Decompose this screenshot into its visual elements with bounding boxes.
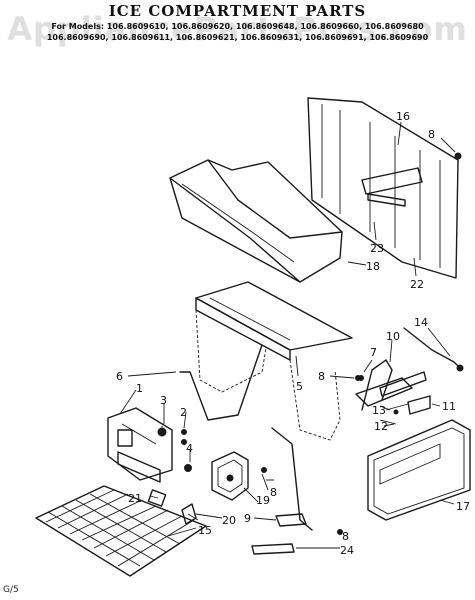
small-block-part: [147, 489, 167, 507]
callout-20: 20: [222, 514, 236, 527]
ice-maker-body-part: [195, 309, 341, 441]
callout-2: 2: [180, 406, 187, 419]
mount-bracket-part: [107, 407, 173, 483]
callout-16: 16: [396, 110, 410, 123]
deflector-part: [251, 513, 307, 555]
callout-24: 24: [340, 544, 354, 557]
watermark: AppliancePartsPros.com: [7, 10, 468, 48]
callout-14: 14: [414, 316, 428, 329]
wire-rack-part: [35, 485, 207, 577]
callout-11: 11: [442, 400, 456, 413]
ice-maker-head-part: [211, 451, 249, 501]
diagram-title: ICE COMPARTMENT PARTS: [108, 2, 367, 20]
page-code: G/5: [3, 585, 19, 595]
callout-19: 19: [256, 494, 270, 507]
callout-13: 13: [372, 404, 386, 417]
callout-7: 7: [370, 346, 377, 359]
ice-bucket-part: [169, 159, 343, 283]
ice-shelf-part: [195, 281, 353, 361]
callout-21: 21: [128, 492, 142, 505]
rear-panel-part: [307, 97, 462, 279]
callout-8-bottom: 8: [342, 530, 349, 543]
model-list-line-1: For Models: 106.8609610, 106.8609620, 10…: [51, 22, 424, 31]
callout-4: 4: [186, 442, 193, 455]
callout-10: 10: [386, 330, 400, 343]
callout-3: 3: [160, 394, 167, 407]
callout-9: 9: [244, 512, 251, 525]
callout-6: 6: [116, 370, 123, 383]
callout-1: 1: [136, 382, 143, 395]
callout-18: 18: [366, 260, 380, 273]
callout-8-mid: 8: [318, 370, 325, 383]
lever-part: [379, 395, 431, 425]
callout-17: 17: [456, 500, 470, 513]
callout-numbers: 16 8 18 23 22 6 5 8 7 10 14 1 3 2 4 13 1…: [116, 110, 470, 557]
center-wire-part: [266, 427, 313, 531]
callout-8-top: 8: [428, 128, 435, 141]
leader-lines: [119, 121, 456, 549]
callout-23: 23: [370, 242, 384, 255]
motor-part: [181, 503, 199, 525]
callout-8-low: 8: [270, 486, 277, 499]
shutoff-arm-part: [403, 327, 464, 372]
model-list-line-2: 106.8609690, 106.8609611, 106.8609621, 1…: [46, 33, 429, 42]
callout-15: 15: [198, 524, 212, 537]
screws-part: [181, 429, 192, 472]
front-panel-part: [367, 419, 471, 521]
callout-22: 22: [410, 278, 424, 291]
switch-part: [157, 426, 167, 437]
callout-12: 12: [374, 420, 388, 433]
callout-5: 5: [296, 380, 303, 393]
screw-8-part: [261, 375, 361, 535]
wire-arm-part: [179, 344, 263, 421]
